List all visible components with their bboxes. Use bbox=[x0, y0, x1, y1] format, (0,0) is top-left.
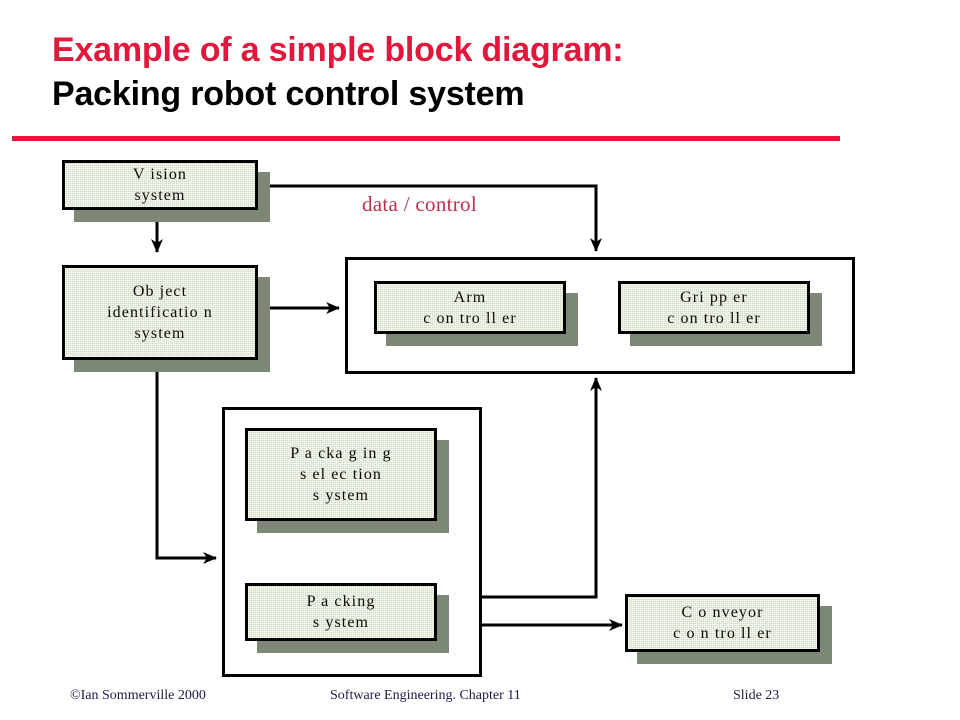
node-packing-system[interactable]: P a cking s ystem bbox=[245, 583, 437, 641]
node-packaging-selection-system-line-3: s ystem bbox=[312, 487, 370, 504]
node-conveyor-controller-line-2: c o n tro ll er bbox=[673, 625, 772, 642]
node-gripper-controller-line-1: Gri pp er bbox=[680, 288, 748, 306]
node-arm-controller[interactable]: Arm c on tro ll er bbox=[374, 281, 566, 334]
page-title-line-2: Packing robot control system bbox=[52, 75, 525, 113]
node-packaging-selection-system-line-2: s el ec tion bbox=[299, 466, 383, 483]
footer-center-text: Software Engineering. Chapter 11 bbox=[330, 688, 521, 703]
node-arm-controller-line-1: Arm bbox=[453, 288, 487, 306]
node-object-identification-system-line-1: Ob ject bbox=[132, 283, 188, 300]
node-gripper-controller-line-2: c on tro ll er bbox=[667, 309, 761, 327]
edge-vision-to-robot-controllers bbox=[258, 184, 602, 252]
node-packing-system-line-1: P a cking bbox=[306, 593, 376, 610]
node-packaging-selection-system[interactable]: P a cka g in g s el ec tion s ystem bbox=[245, 428, 437, 521]
title-divider-rule bbox=[12, 136, 840, 141]
node-conveyor-controller[interactable]: C o nveyor c o n tro ll er bbox=[625, 594, 820, 652]
footer-copyright: ©Ian Sommerville 2000 bbox=[70, 688, 206, 703]
node-vision-system-line-2: system bbox=[134, 187, 186, 204]
edge-packing-to-robot-controllers bbox=[482, 377, 602, 599]
node-vision-system[interactable]: V ision system bbox=[62, 160, 258, 210]
node-packing-system-line-2: s ystem bbox=[312, 614, 370, 631]
node-arm-controller-line-2: c on tro ll er bbox=[423, 309, 517, 327]
node-conveyor-controller-line-1: C o nveyor bbox=[681, 604, 764, 621]
node-vision-system-line-1: V ision bbox=[132, 166, 188, 183]
page-title-line-1: Example of a simple block diagram: bbox=[52, 31, 624, 69]
node-object-identification-system-line-3: system bbox=[134, 325, 186, 342]
node-packaging-selection-system-line-1: P a cka g in g bbox=[290, 445, 392, 462]
data-control-label: data / control bbox=[362, 192, 477, 216]
node-object-identification-system-line-2: identificatio n bbox=[107, 304, 213, 321]
node-object-identification-system[interactable]: Ob ject identificatio n system bbox=[62, 265, 258, 360]
footer-slide-number: Slide 23 bbox=[733, 688, 780, 703]
node-gripper-controller[interactable]: Gri pp er c on tro ll er bbox=[618, 281, 810, 334]
edge-object-id-to-packing-subsystem bbox=[155, 360, 217, 564]
